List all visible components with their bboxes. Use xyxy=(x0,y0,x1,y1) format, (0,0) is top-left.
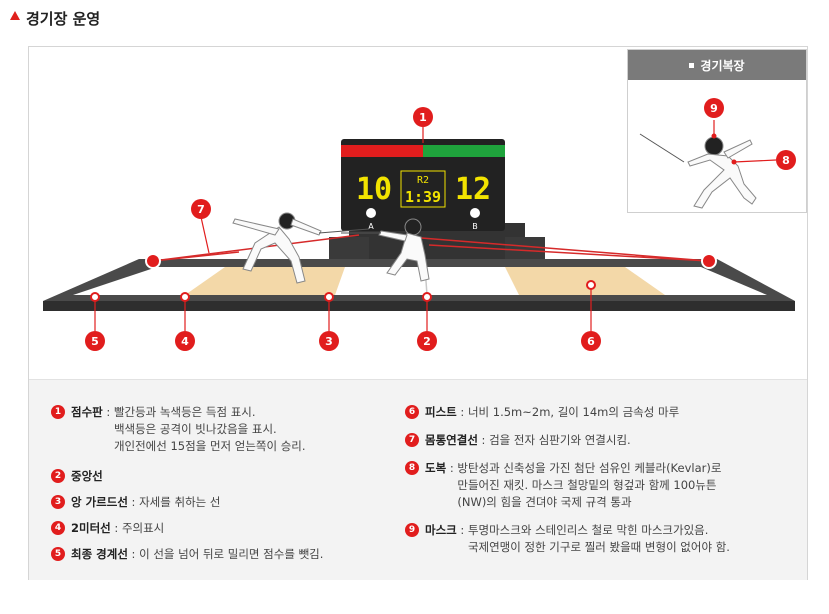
warning-zone-left xyxy=(185,267,345,295)
marker-3: 3 xyxy=(319,331,339,351)
blade-left xyxy=(318,228,370,234)
legend-item-9: 9 마스크 : 투명마스크와 스테인리스 철로 막힌 마스크가있음. 국제연맹이… xyxy=(405,522,730,556)
svg-text:1: 1 xyxy=(419,111,427,124)
svg-text:2: 2 xyxy=(423,335,431,348)
legend-item-5: 5 최종 경계선 : 이 선을 넘어 뒤로 밀리면 점수를 뺏김. xyxy=(51,546,323,563)
marker-4: 4 xyxy=(175,331,195,351)
svg-text:9: 9 xyxy=(710,102,718,115)
leader-lines xyxy=(94,127,592,331)
marker-8: 8 xyxy=(776,150,796,170)
right-score: 12 xyxy=(455,172,491,207)
legend-item-8: 8 도복 : 방탄성과 신축성을 가진 첨단 섬유인 케블라(Kevlar)로 … xyxy=(405,460,721,511)
reel-right xyxy=(701,253,717,269)
legend-item-6: 6 피스트 : 너비 1.5m~2m, 길이 14m의 금속성 마루 xyxy=(405,404,679,421)
left-score: 10 xyxy=(356,172,392,207)
svg-text:7: 7 xyxy=(197,203,205,216)
svg-text:5: 5 xyxy=(91,335,99,348)
red-triangle-icon xyxy=(10,11,20,20)
marker-5: 5 xyxy=(85,331,105,351)
marker-dot-6 xyxy=(586,280,596,290)
legend-item-3: 3 앙 가르드선 : 자세를 취하는 선 xyxy=(51,494,220,511)
reel-left xyxy=(145,253,161,269)
legend: 1 점수판 : 빨간등과 녹색등은 득점 표시. 백색등은 공격이 빗나갔음을 … xyxy=(29,379,807,580)
svg-text:8: 8 xyxy=(782,154,790,167)
scoreboard-screen xyxy=(341,139,505,231)
timer: 1:39 xyxy=(405,188,441,206)
green-light xyxy=(423,145,505,157)
legend-item-1: 1 점수판 : 빨간등과 녹색등은 득점 표시. 백색등은 공격이 빗나갔음을 … xyxy=(51,404,306,455)
marker-dot-4 xyxy=(180,292,190,302)
legend-item-4: 4 2미터선 : 주의표시 xyxy=(51,520,164,537)
marker-2: 2 xyxy=(417,331,437,351)
diagram-panel: 10 12 R2 1:39 A B xyxy=(28,46,808,580)
scoreboard: 10 12 R2 1:39 A B xyxy=(329,139,545,277)
legend-item-7: 7 몸통연결선 : 검을 전자 심판기와 연결시킴. xyxy=(405,432,631,449)
label-b: B xyxy=(472,222,478,231)
fencer-left xyxy=(232,212,322,284)
label-a: A xyxy=(368,222,374,231)
warning-zone-right xyxy=(505,267,665,295)
red-light xyxy=(341,145,423,157)
marker-1: 1 xyxy=(413,107,433,127)
section-title: 경기장 운영 xyxy=(10,8,100,29)
uniform-inset: 경기복장 9 8 xyxy=(627,49,807,213)
round-indicator: R2 xyxy=(417,175,429,186)
inset-header: 경기복장 xyxy=(628,50,806,80)
svg-text:4: 4 xyxy=(181,335,189,348)
svg-text:3: 3 xyxy=(325,335,333,348)
marker-dot-5 xyxy=(90,292,100,302)
fencer-right xyxy=(378,218,430,282)
white-light-a xyxy=(366,208,376,218)
inset-title: 경기복장 xyxy=(700,58,745,73)
marker-dot-3 xyxy=(324,292,334,302)
piste-edge xyxy=(43,301,795,311)
marker-6: 6 xyxy=(581,331,601,351)
fencing-piste-illustration: 10 12 R2 1:39 A B xyxy=(43,107,795,351)
legend-item-2: 2 중앙선 xyxy=(51,468,103,485)
page-title: 경기장 운영 xyxy=(26,10,101,28)
timer-frame xyxy=(400,170,446,208)
marker-dot-2 xyxy=(422,292,432,302)
fencer-uniform-illustration: 9 8 xyxy=(639,98,796,209)
white-light-b xyxy=(470,208,480,218)
marker-7: 7 xyxy=(191,199,211,219)
marker-9: 9 xyxy=(704,98,724,118)
square-bullet-icon xyxy=(689,62,695,68)
svg-text:6: 6 xyxy=(587,335,595,348)
